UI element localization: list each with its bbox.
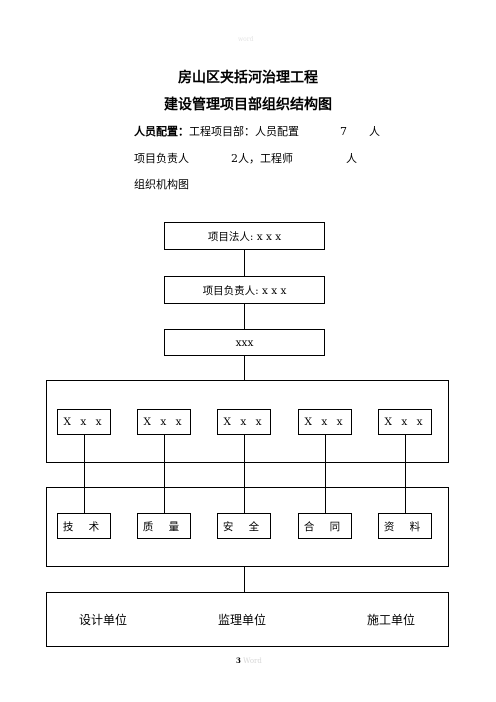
department-box-records: 资 料 (378, 513, 432, 539)
department-box-quality: 质 量 (137, 513, 191, 539)
org-chart-caption: 组织机构图 (134, 178, 189, 191)
connector-line (244, 304, 245, 329)
department-box-safety: 安 全 (217, 513, 271, 539)
staffing-line-2-count: 2人，工程师 (231, 152, 293, 165)
manager-box-3: X x x (217, 409, 271, 435)
header-watermark: word (238, 36, 254, 43)
manager-box-5: X x x (378, 409, 432, 435)
unit-construction: 施工单位 (367, 613, 416, 627)
connector-line (244, 356, 245, 380)
staffing-line-2-unit: 人 (346, 152, 357, 165)
connector-line (405, 435, 406, 513)
connector-line (164, 435, 165, 513)
connector-line (325, 435, 326, 513)
document-title: 房山区夹括河治理工程 (178, 70, 318, 86)
managers-group (46, 380, 449, 463)
staffing-line-2-text: 项目负责人 (134, 152, 189, 165)
manager-box-4: X x x (298, 409, 352, 435)
staffing-line-1-unit: 人 (369, 125, 380, 138)
manager-box-1: X x x (57, 409, 111, 435)
footer-watermark: Word (243, 657, 262, 665)
xxx-box: xxx (164, 329, 325, 356)
project-lead-box: 项目负责人: x x x (164, 276, 325, 304)
unit-supervision: 监理单位 (218, 613, 267, 627)
connector-line (244, 250, 245, 276)
department-box-tech: 技 术 (57, 513, 111, 539)
staffing-line-1-text: 工程项目部：人员配置 (189, 125, 299, 138)
staffing-line-1: 人员配置：工程项目部：人员配置 (134, 125, 299, 139)
department-box-contract: 合 同 (298, 513, 352, 539)
page-number: 3 (236, 656, 241, 665)
connector-line (244, 435, 245, 513)
page-footer: 3 Word (236, 656, 262, 665)
departments-group (46, 487, 449, 567)
staffing-label: 人员配置： (134, 125, 189, 138)
manager-box-2: X x x (137, 409, 191, 435)
legal-representative-box: 项目法人: x x x (164, 222, 325, 250)
document-subtitle: 建设管理项目部组织结构图 (164, 97, 332, 113)
connector-line (84, 435, 85, 513)
connector-line (244, 567, 245, 592)
units-group (46, 592, 449, 647)
staffing-line-1-count: 7 (340, 125, 347, 138)
unit-design: 设计单位 (79, 613, 128, 627)
